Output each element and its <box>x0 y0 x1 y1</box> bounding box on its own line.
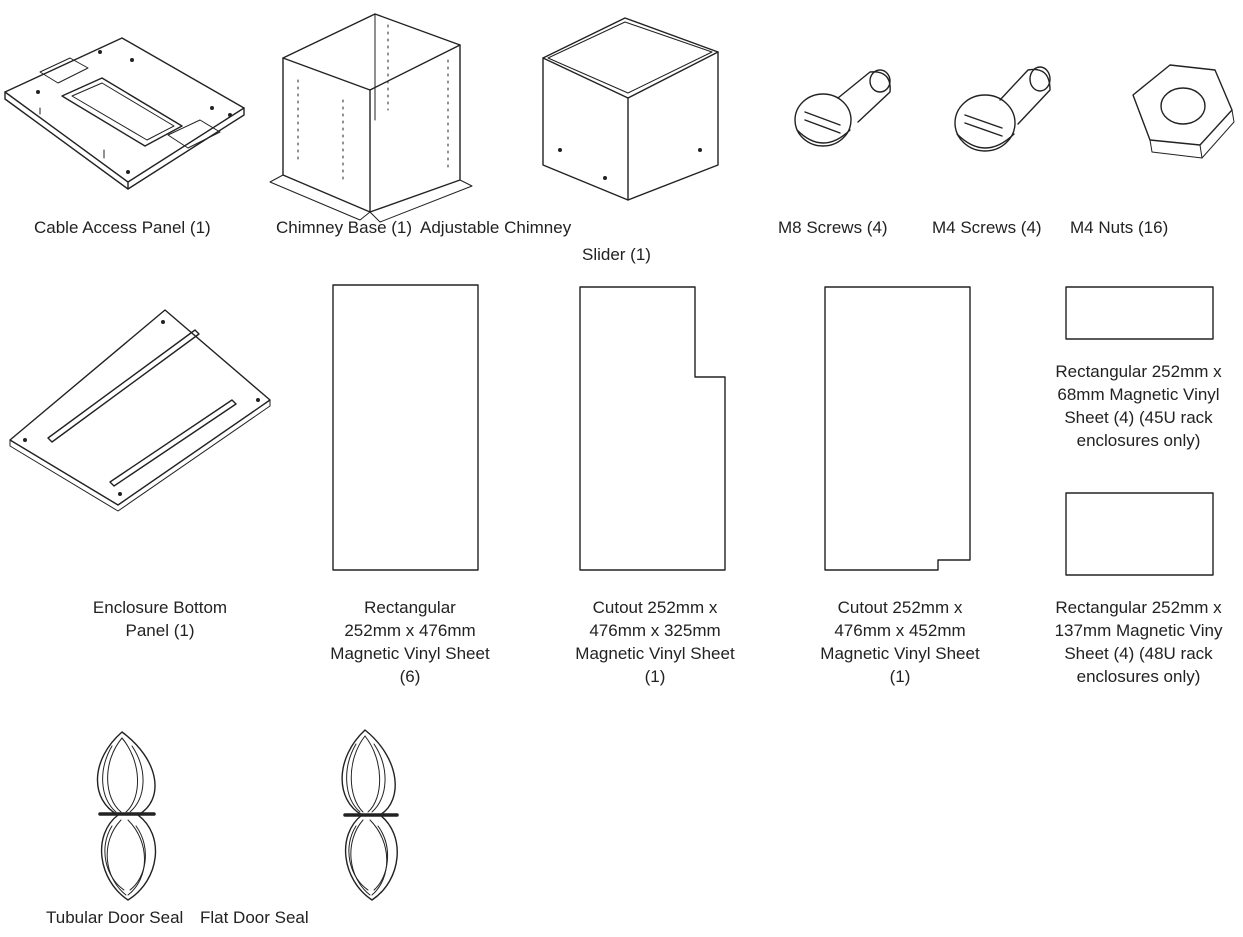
cutout-325-sheet-drawing <box>579 286 726 571</box>
flat-door-seal-label: Flat Door Seal <box>200 908 309 927</box>
rect-476-sheet-label: Rectangular 252mm x 476mm Magnetic Vinyl… <box>330 598 490 686</box>
cable-access-panel-drawing <box>4 37 245 190</box>
cutout-325-sheet-label: Cutout 252mm x 476mm x 325mm Magnetic Vi… <box>575 598 735 686</box>
m8-screws-label: M8 Screws (4) <box>778 218 888 237</box>
rect-137-sheet-drawing <box>1065 492 1214 576</box>
tubular-door-seal-label: Tubular Door Seal <box>46 908 184 927</box>
enclosure-bottom-panel-drawing <box>9 309 271 512</box>
rect-137-sheet-label: Rectangular 252mm x 137mm Magnetic Viny … <box>1054 598 1223 686</box>
chimney-base-label: Chimney Base (1) <box>276 218 413 237</box>
cutout-452-sheet-label: Cutout 252mm x 476mm x 452mm Magnetic Vi… <box>820 598 980 686</box>
adjustable-chimney-label: Adjustable Chimney <box>420 218 572 237</box>
rect-68-sheet-drawing <box>1065 286 1214 340</box>
adjustable-chimney-label-line2: Slider (1) <box>582 245 651 264</box>
enclosure-bottom-panel-label: Enclosure Bottom Panel (1) <box>92 598 228 640</box>
cable-access-panel-label: Cable Access Panel (1) <box>34 218 211 237</box>
flat-door-seal-drawing <box>341 729 399 901</box>
m4-screw-drawing <box>954 66 1051 152</box>
m4-nut-drawing <box>1132 64 1235 159</box>
rect-68-sheet-label: Rectangular 252mm x 68mm Magnetic Vinyl … <box>1055 362 1222 450</box>
adjustable-chimney-drawing <box>542 17 719 201</box>
cutout-452-sheet-drawing <box>824 286 971 571</box>
m8-screw-drawing <box>794 69 891 147</box>
tubular-door-seal-drawing <box>96 731 157 901</box>
rect-476-sheet-drawing <box>332 284 479 571</box>
chimney-base-drawing <box>269 13 473 223</box>
m4-nuts-label: M4 Nuts (16) <box>1070 218 1169 237</box>
m4-screws-label: M4 Screws (4) <box>932 218 1042 237</box>
